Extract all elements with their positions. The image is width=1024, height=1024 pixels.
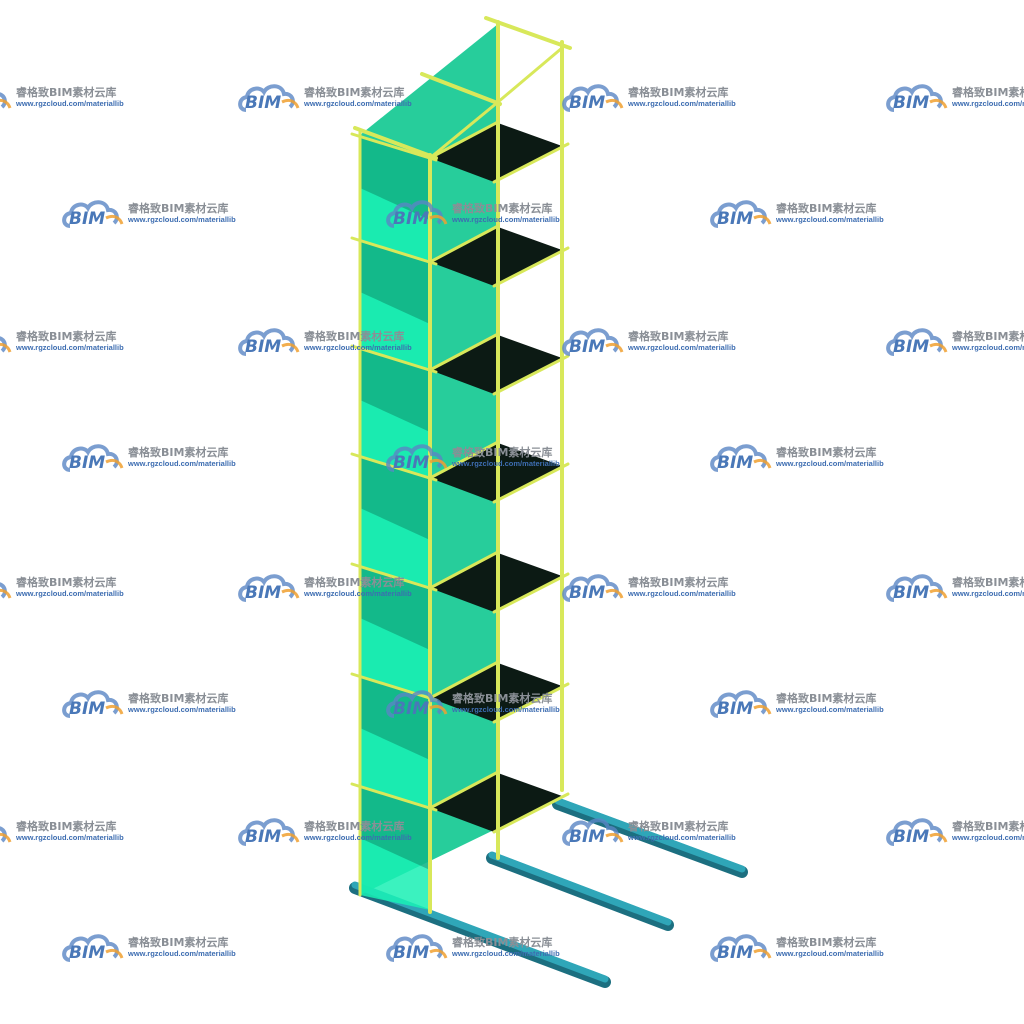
panel-shade [360, 786, 430, 870]
frame-ledger [428, 224, 500, 264]
frame-ledger [428, 550, 500, 590]
frame-ledger [492, 572, 570, 614]
frame-ledger [492, 246, 570, 288]
scaffold-tower [350, 16, 572, 914]
frame-ledger [350, 236, 438, 266]
panel-shade [360, 456, 430, 540]
frame-rail [420, 72, 502, 106]
frame-rail [496, 46, 564, 104]
frame-ledger [428, 120, 500, 160]
frame-rail [353, 126, 438, 160]
frame-ledger [492, 462, 570, 504]
frame-ledger [492, 354, 570, 396]
frame-ledger [428, 440, 500, 480]
frame-ledger [492, 682, 570, 724]
frame-ledger [428, 332, 500, 372]
frame-ledger [350, 782, 438, 812]
frame-group [350, 16, 572, 914]
panel-shade [360, 348, 430, 432]
frame-ledger [428, 770, 500, 810]
frame-ledger [350, 132, 438, 162]
frame-ledger [492, 792, 570, 834]
panel-shade [360, 566, 430, 650]
frame-ledger [350, 562, 438, 592]
frame-ledger [492, 142, 570, 184]
frame-rail [497, 21, 563, 47]
panel-shade [360, 136, 430, 220]
frame-ledger [350, 344, 438, 374]
frame-rail [428, 100, 500, 160]
panel-shade [360, 240, 430, 324]
